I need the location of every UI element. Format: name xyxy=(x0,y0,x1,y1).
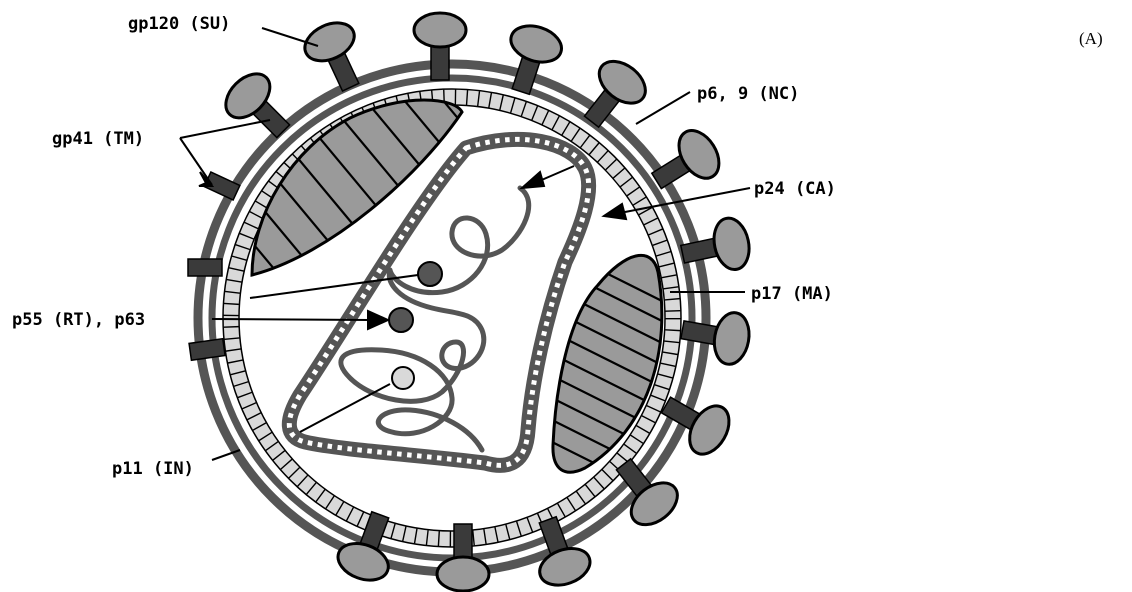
rt-enzyme-top xyxy=(418,262,442,286)
integrase-enzyme xyxy=(392,367,414,389)
label-p55-p63: p55 (RT), p63 xyxy=(12,310,145,330)
label-p24: p24 (CA) xyxy=(754,179,836,199)
label-gp120: gp120 (SU) xyxy=(128,14,230,34)
label-p11: p11 (IN) xyxy=(112,459,194,479)
gp41-stub-left-lower xyxy=(189,339,225,361)
label-gp41: gp41 (TM) xyxy=(52,129,144,149)
label-p6-9: p6, 9 (NC) xyxy=(697,84,799,104)
gp41-stub-left-middle xyxy=(188,259,222,276)
panel-label: (A) xyxy=(1079,29,1103,48)
rt-enzyme-middle xyxy=(389,308,413,332)
label-p17: p17 (MA) xyxy=(751,284,833,304)
